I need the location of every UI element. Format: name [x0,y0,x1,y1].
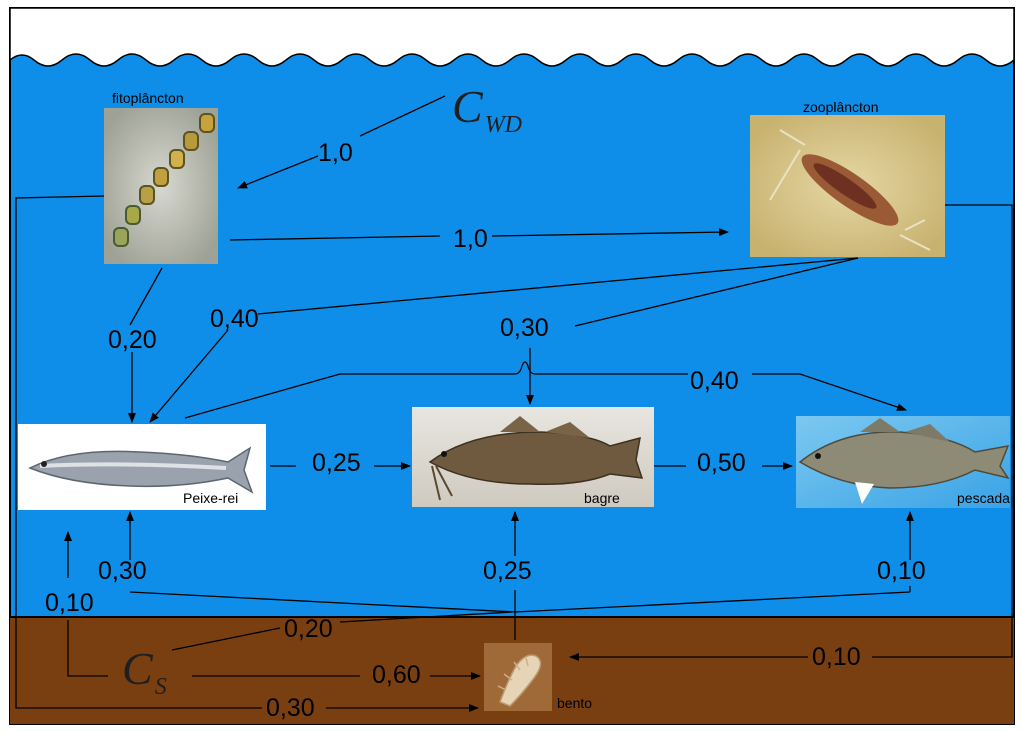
flow-phyto-to-peixerei: 0,20 [108,327,157,353]
label-bento: bento [557,695,592,711]
flow-bento-to-bagre: 0,25 [483,558,532,584]
flow-cs-to-bento: 0,60 [372,662,421,688]
label-zooplancton: zooplâncton [803,99,879,115]
flow-zoo-to-bento: 0,10 [812,644,861,670]
flow-bagre-to-pescada: 0,50 [697,450,746,476]
phytoplankton-image [104,108,218,264]
flow-phyto-to-zoo: 1,0 [453,226,488,252]
bento-image [484,643,552,711]
symbol-cs: CS [122,642,167,701]
flow-peixerei-to-bagre: 0,25 [312,450,361,476]
flow-cwd-to-phyto: 1,0 [318,140,353,166]
flow-zoo-to-bagre: 0,30 [500,315,549,341]
flow-bento-to-peixerei: 0,30 [98,558,147,584]
label-pescada: pescada [957,490,1010,506]
flow-phyto-to-bento: 0,30 [266,695,315,721]
symbol-cwd: CWD [452,80,522,139]
flow-bento-to-pescada: 0,10 [877,558,926,584]
flow-zoo-to-peixerei: 0,40 [210,306,259,332]
label-fitoplancton: fitoplâncton [112,90,184,106]
zooplankton-image [750,115,945,257]
label-peixerei: Peixe-rei [183,490,238,506]
label-bagre: bagre [584,490,620,506]
flow-cs-to-peixerei: 0,10 [45,590,94,616]
flow-cs-branch: 0,20 [284,616,333,642]
flow-peixerei-to-pescada: 0,40 [690,368,739,394]
